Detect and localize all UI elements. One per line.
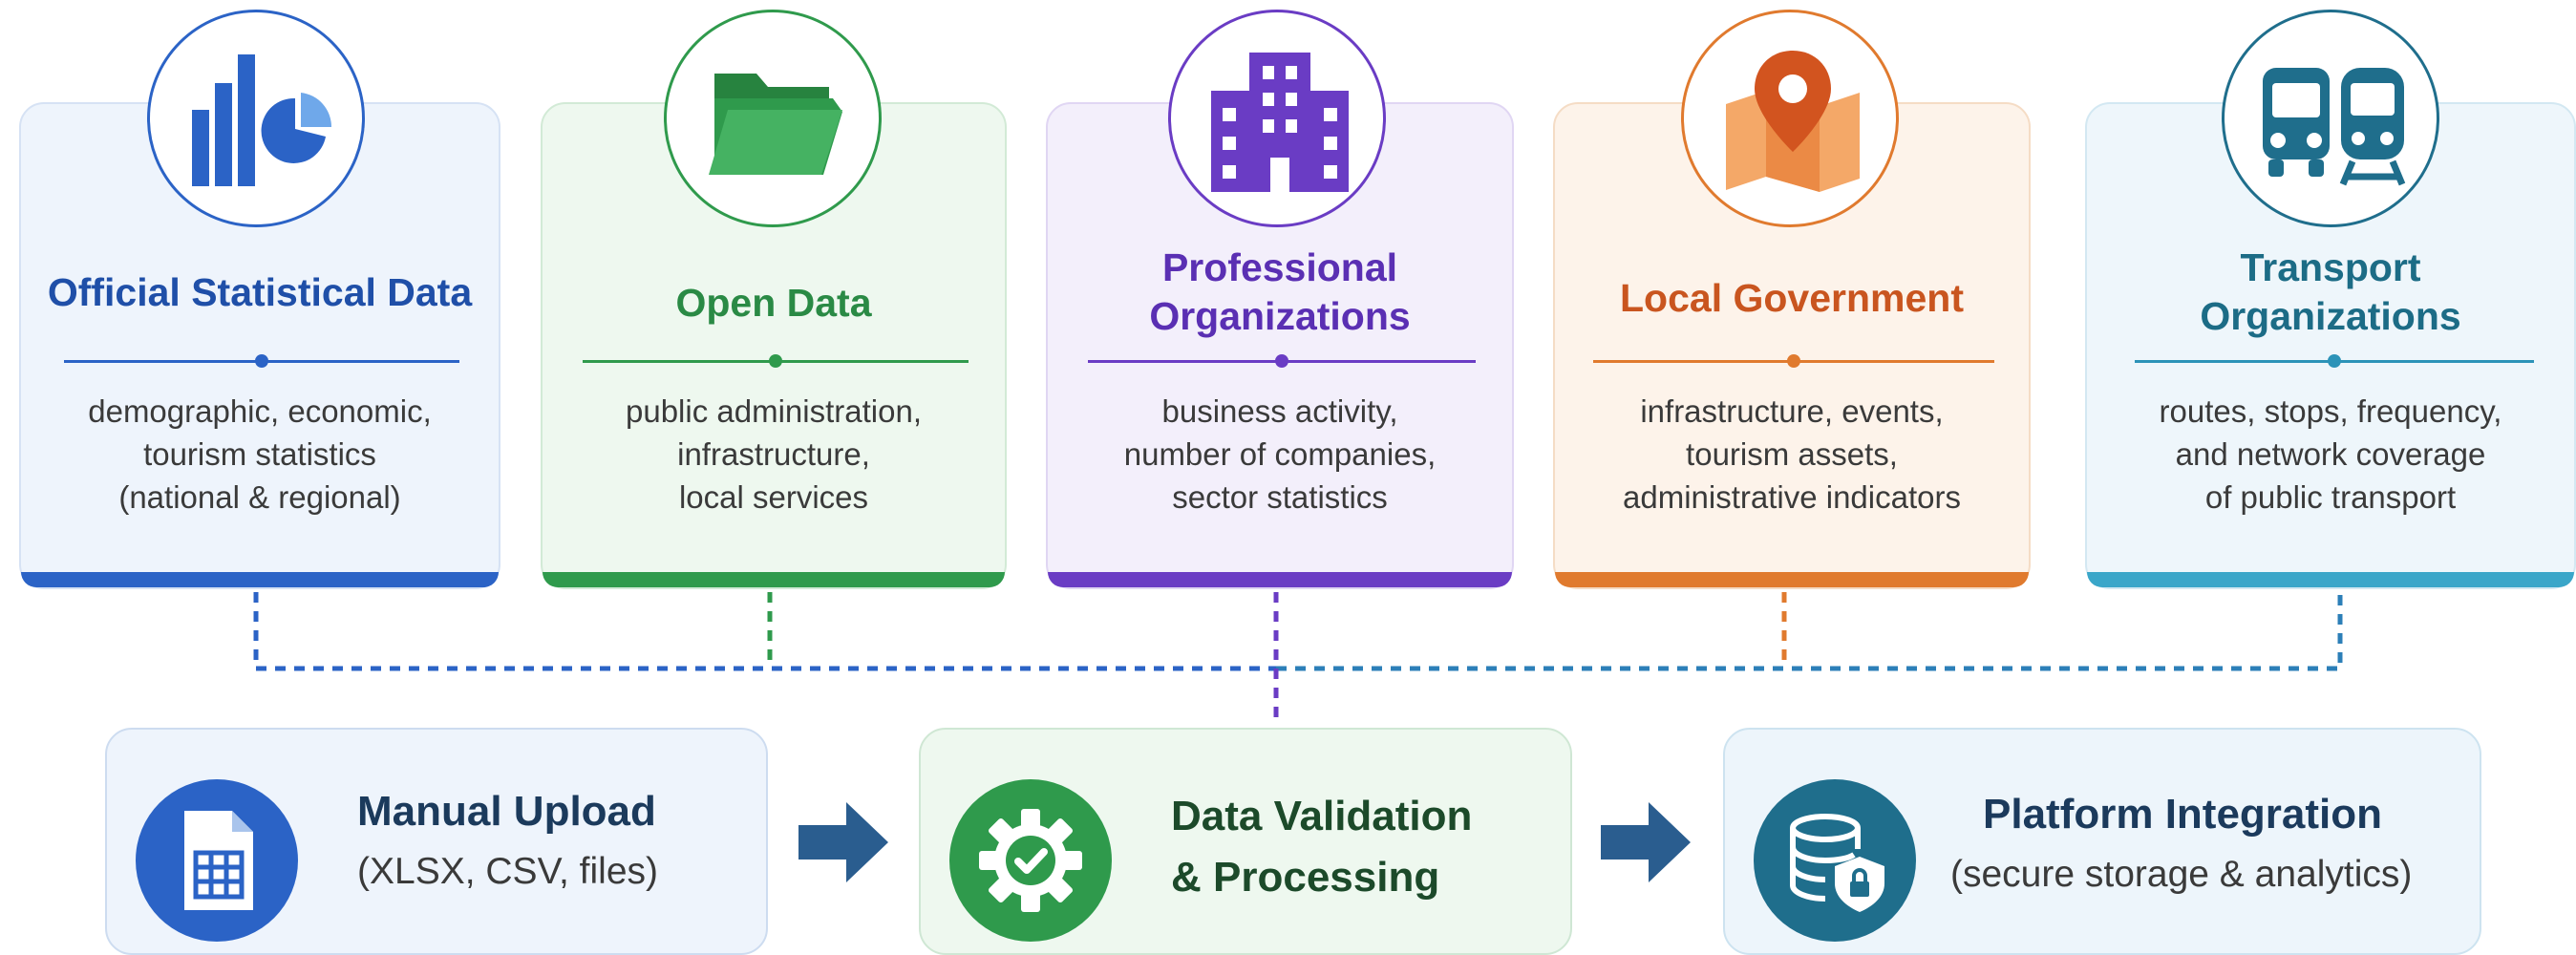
bar-pie-chart-icon [147,10,365,227]
pipeline-step-manual-upload: Manual Upload (XLSX, CSV, files) [105,728,768,955]
spreadsheet-file-icon [136,779,298,942]
source-description: routes, stops, frequency,and network cov… [2159,393,2502,515]
pipeline-title: Manual Upload [357,788,656,835]
source-title: Official Statistical Data [47,270,473,314]
source-description: infrastructure, events,tourism assets,ad… [1623,393,1961,515]
source-description: business activity,number of companies,se… [1123,393,1437,515]
pipeline-title: Data Validation& Processing [1171,793,1473,901]
source-description: public administration,infrastructure,loc… [626,393,922,515]
office-building-icon [1168,10,1386,227]
pipeline-step-data-validation: Data Validation& Processing [919,728,1572,955]
pipeline-title: Platform Integration [1983,791,2383,838]
pipeline-subtitle: (XLSX, CSV, files) [357,851,659,892]
database-shield-icon [1754,779,1916,942]
pipeline-subtitle: (secure storage & analytics) [1950,854,2413,895]
gear-check-icon [949,779,1112,942]
bus-train-icon [2222,10,2439,227]
pipeline-step-platform-integration: Platform Integration (secure storage & a… [1723,728,2481,955]
arrow-right-icon [798,802,888,882]
arrow-right-icon [1601,802,1691,882]
source-description: demographic, economic,tourism statistics… [88,393,432,515]
source-card-local-government: Local Government infrastructure, events,… [1553,102,2031,589]
folder-icon [664,10,882,227]
source-title: Local Government [1620,276,1964,320]
source-title: Open Data [675,281,872,325]
map-pin-icon [1681,10,1899,227]
